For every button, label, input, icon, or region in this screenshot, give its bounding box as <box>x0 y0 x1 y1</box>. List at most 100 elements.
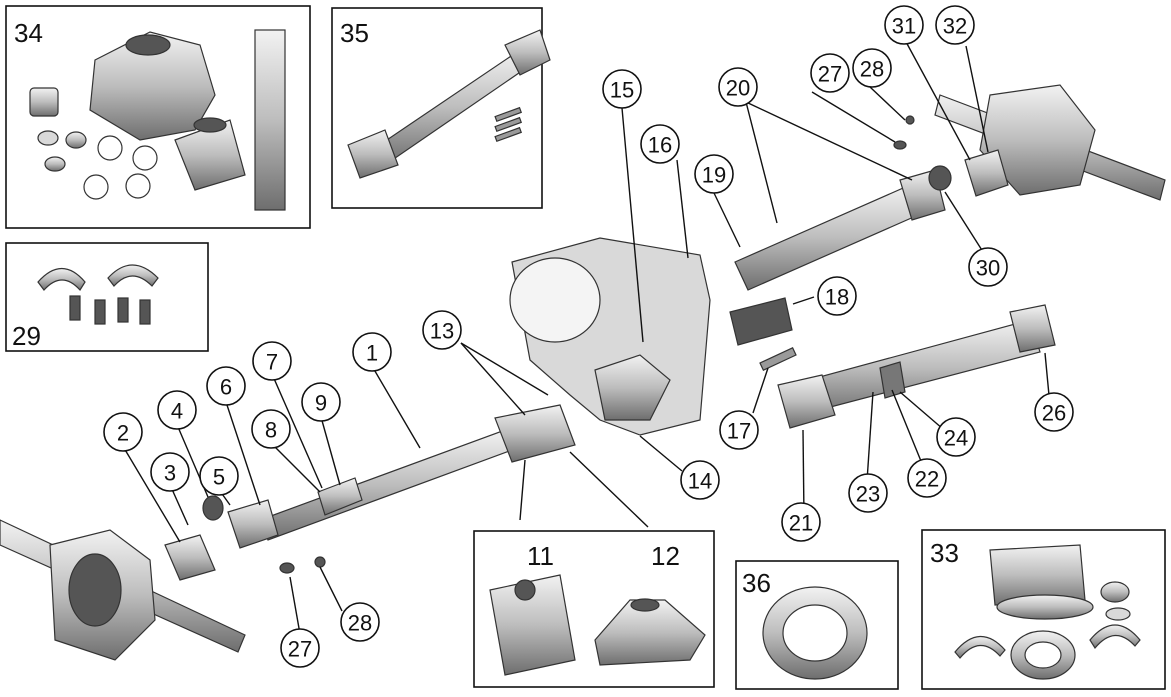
callout-number: 16 <box>648 133 672 158</box>
strap-bolt-2 <box>94 299 106 325</box>
inset-box-11-12: 11 12 <box>473 530 715 688</box>
callout-number: 15 <box>610 78 634 103</box>
callout-number: 19 <box>702 163 726 188</box>
front-drive-shaft-tube <box>259 429 513 541</box>
inset-yoke-bore <box>193 117 227 133</box>
bolt <box>494 106 523 123</box>
callout-circle <box>422 310 462 350</box>
callout-13: 13 <box>422 310 462 350</box>
callout-number: 32 <box>943 14 967 39</box>
callout-16: 16 <box>640 124 680 164</box>
callout-circle <box>680 460 720 500</box>
inset-label-29: 29 <box>12 321 41 351</box>
callout-circle <box>206 366 246 406</box>
transfer-case <box>509 237 711 436</box>
callout-8: 8 <box>251 409 291 449</box>
callout-circle <box>103 412 143 452</box>
callout-19: 19 <box>694 154 734 194</box>
snap-ring-3 <box>83 174 109 200</box>
output-shaft <box>254 29 286 211</box>
callout-circle <box>884 5 924 45</box>
callout-27: 27 <box>810 53 850 93</box>
callout-circle <box>817 276 857 316</box>
callout-number: 14 <box>688 469 712 494</box>
callout-15: 15 <box>602 69 642 109</box>
callout-number: 17 <box>727 419 751 444</box>
u-bolt-2 <box>1089 624 1141 650</box>
strap-bolt <box>69 295 81 321</box>
callout-circle <box>852 48 892 88</box>
callout-31: 31 <box>884 5 924 45</box>
cv-yoke-11 <box>489 574 576 676</box>
strap-bolt-3 <box>117 297 129 323</box>
callout-circle <box>157 390 197 430</box>
callout-number: 27 <box>818 62 842 87</box>
rear-components <box>729 165 1056 429</box>
callout-number: 24 <box>944 426 968 451</box>
callout-number: 30 <box>976 256 1000 281</box>
inset-box-29: 29 <box>5 242 209 352</box>
callout-circle <box>1034 392 1074 432</box>
inset-label-36: 36 <box>742 568 771 598</box>
washer <box>37 130 59 146</box>
callout-5: 5 <box>199 456 239 496</box>
front-drive-shaft <box>202 404 576 574</box>
callout-21: 21 <box>781 502 821 542</box>
front-strap-bolt <box>314 556 326 568</box>
transfer-case-output <box>594 354 671 421</box>
callout-circle <box>150 452 190 492</box>
callout-30: 30 <box>968 247 1008 287</box>
callout-number: 2 <box>117 421 129 446</box>
adapter-housing <box>89 31 216 141</box>
pinion-nut <box>1100 581 1130 603</box>
inset-box-36: 36 <box>735 560 899 690</box>
u-joint-strap-2 <box>107 264 159 287</box>
callout-32: 32 <box>935 5 975 45</box>
callout-number: 22 <box>915 467 939 492</box>
inset-label-35: 35 <box>340 18 369 48</box>
front-diff-cover <box>68 553 122 627</box>
callout-circle <box>968 247 1008 287</box>
callout-number: 6 <box>220 375 232 400</box>
callout-circle <box>252 341 292 381</box>
snap-ring-4 <box>125 173 151 199</box>
pinion-seal-center <box>1024 641 1062 669</box>
inset-box-33: 33 <box>921 529 1166 690</box>
callout-number: 8 <box>265 418 277 443</box>
u-joint-strap <box>37 267 86 291</box>
callout-circle <box>640 124 680 164</box>
callout-3: 3 <box>150 452 190 492</box>
callout-7: 7 <box>252 341 292 381</box>
callout-number: 31 <box>892 14 916 39</box>
callout-28: 28 <box>852 48 892 88</box>
transfer-case-face <box>509 257 601 343</box>
front-shaft-cv-joint <box>494 404 576 463</box>
rear-axle-housing <box>979 84 1096 196</box>
callout-number: 4 <box>171 399 183 424</box>
u-bolt <box>954 635 1006 659</box>
callout-1: 1 <box>352 332 392 372</box>
rear-strap-bolt <box>905 115 915 125</box>
front-shaft-u-joint <box>227 499 279 549</box>
inset-label-11: 11 <box>527 541 554 571</box>
callout-number: 7 <box>266 350 278 375</box>
callout-26: 26 <box>1034 392 1074 432</box>
callout-circle <box>848 473 888 513</box>
callout-number: 27 <box>288 637 312 662</box>
front-strap <box>279 562 295 574</box>
adapter-housing-bore <box>125 34 171 56</box>
callout-number: 20 <box>726 76 750 101</box>
callout-circle <box>280 628 320 668</box>
front-drive-shaft-boot <box>317 477 363 516</box>
front-seal <box>202 495 224 521</box>
callout-20: 20 <box>718 67 758 107</box>
drive-shaft-yoke-end <box>347 129 399 179</box>
output-bolt <box>759 346 797 372</box>
rear-pinion-yoke <box>964 149 1009 197</box>
callout-18: 18 <box>817 276 857 316</box>
pinion-washer <box>1105 607 1131 621</box>
callout-circle <box>301 382 341 422</box>
callout-circle <box>694 154 734 194</box>
callout-number: 26 <box>1042 401 1066 426</box>
